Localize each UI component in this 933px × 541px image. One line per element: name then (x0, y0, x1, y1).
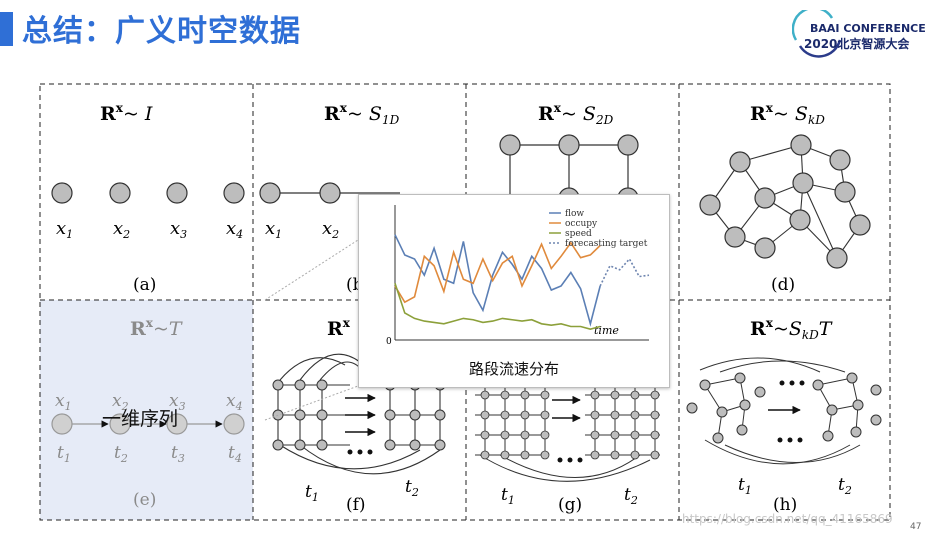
grid-node (520, 390, 530, 400)
svg-text:t1: t1 (738, 475, 752, 497)
grid-node (630, 410, 640, 420)
grid-node (480, 450, 490, 460)
grid-node (630, 430, 640, 440)
panel-h: Rx~SkDT t1 t2 (686, 316, 882, 515)
panel-g: t1 t2 (g) (475, 388, 660, 515)
label-x3: x3 (170, 218, 187, 241)
node-x2 (109, 182, 131, 204)
grid-node (499, 134, 521, 156)
grid-node (480, 390, 490, 400)
label-x4: x4 (226, 218, 243, 241)
logo-line2: 2020北京智源大会 (804, 36, 910, 51)
baai-conference-logo: BAAI CONFERENCE 2020北京智源大会 (792, 10, 926, 58)
panel-b-formula: Rx~ S1D (324, 101, 400, 127)
series-speed (394, 283, 601, 331)
x-axis-label: time (594, 324, 619, 337)
panel-e-label: (e) (133, 490, 156, 510)
grid-node (590, 430, 600, 440)
title-accent-bar (0, 12, 13, 46)
grid-node (520, 450, 530, 460)
series-occupy (394, 241, 601, 304)
node-x3 (166, 182, 188, 204)
grid-node (650, 390, 660, 400)
panel-f-label: (f) (346, 495, 366, 515)
legend-label: occupy (565, 219, 598, 229)
legend-label: forecasting target (565, 239, 648, 249)
label-x2: x2 (113, 218, 130, 241)
grid-node (650, 430, 660, 440)
grid-node (617, 134, 639, 156)
panel-c-formula: Rx~ S2D (538, 101, 614, 127)
panel-f-formula: Rx (327, 316, 351, 340)
grid-node (590, 390, 600, 400)
svg-text:t2: t2 (838, 475, 852, 497)
node-x1 (51, 182, 73, 204)
slide-title: 总结：广义时空数据 (22, 14, 301, 49)
panel-h-label: (h) (773, 495, 797, 515)
grid-node (610, 430, 620, 440)
panel-d-formula: Rx~ SkD (750, 101, 825, 127)
svg-text:t1: t1 (501, 485, 515, 507)
1d-sequence-label: 一维序列 (102, 408, 179, 430)
node-x4 (223, 182, 245, 204)
grid-node (480, 430, 490, 440)
panel-h-formula: Rx~SkDT (750, 316, 833, 342)
grid-node (558, 134, 580, 156)
page-number: 47 (910, 522, 922, 532)
grid-node (610, 390, 620, 400)
node-x2 (319, 182, 341, 204)
grid-node (630, 390, 640, 400)
grid-node (500, 450, 510, 460)
panel-e-shading (40, 300, 253, 520)
series-forecasting-target (599, 257, 650, 287)
watermark: https://blog.csdn.net/qq_41165869 (682, 512, 893, 526)
node-x1 (259, 182, 281, 204)
svg-text:t1: t1 (305, 482, 319, 504)
grid-node (480, 410, 490, 420)
grid-node (500, 430, 510, 440)
legend-label: speed (565, 229, 592, 239)
grid-node (500, 410, 510, 420)
panel-a-label: (a) (133, 275, 156, 295)
label-x1: x1 (56, 218, 73, 241)
grid-node (610, 410, 620, 420)
legend-label: flow (565, 209, 584, 219)
grid-node (540, 410, 550, 420)
grid-node (540, 390, 550, 400)
inset-caption: 路段流速分布 (468, 360, 559, 378)
panel-d-label: (d) (771, 275, 795, 295)
label-x1: x1 (265, 218, 282, 241)
panel-e-formula: Rx~T (130, 316, 183, 340)
grid-node (590, 450, 600, 460)
panel-a-formula: Rx~ I (100, 101, 153, 125)
label-x2: x2 (322, 218, 339, 241)
panel-c: Rx~ S2D (499, 101, 639, 209)
grid-node (500, 390, 510, 400)
y-tick-zero: 0 (386, 337, 392, 347)
svg-text:t2: t2 (624, 485, 638, 507)
panel-g-label: (g) (558, 495, 582, 515)
grid-node (540, 430, 550, 440)
grid-node (630, 450, 640, 460)
panel-d: Rx~ SkD (d) (699, 101, 871, 295)
grid-node (650, 410, 660, 420)
panel-a: Rx~ I x1 x2 x3 x4 (a) (51, 101, 245, 295)
grid-node (610, 450, 620, 460)
grid-node (520, 410, 530, 420)
grid-node (650, 450, 660, 460)
svg-text:t2: t2 (405, 477, 419, 499)
logo-line1: BAAI CONFERENCE (810, 22, 926, 35)
grid-node (520, 430, 530, 440)
grid-node (590, 410, 600, 420)
grid-node (540, 450, 550, 460)
